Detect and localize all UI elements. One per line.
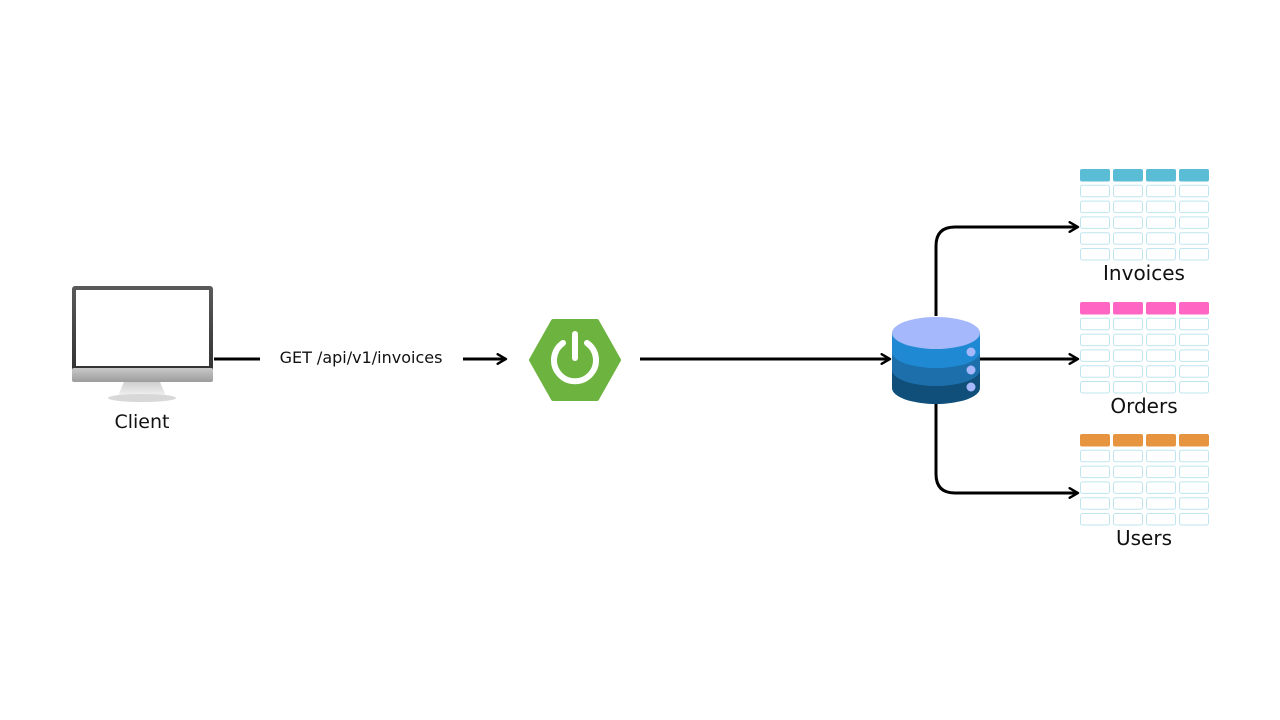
table-header-cell	[1080, 434, 1110, 447]
table-cell	[1179, 449, 1209, 463]
monitor-icon	[72, 286, 213, 402]
table-cell	[1146, 184, 1176, 198]
table-header-cell	[1080, 302, 1110, 315]
table-cell	[1179, 349, 1209, 362]
api-node	[529, 319, 621, 401]
table-cell	[1080, 333, 1110, 347]
users-table-label: Users	[1116, 526, 1172, 550]
orders-table	[1080, 302, 1209, 394]
invoices-table-label: Invoices	[1103, 261, 1185, 285]
request-edge: GET /api/v1/invoices	[214, 348, 508, 367]
table-cell	[1080, 497, 1110, 510]
table-cell	[1113, 232, 1143, 245]
client-node: Client	[72, 286, 213, 433]
database-to-users-edge	[934, 404, 1080, 499]
table-cell	[1113, 317, 1143, 331]
table-cell	[1080, 216, 1110, 229]
table-cell	[1146, 365, 1176, 378]
table-header-cell	[1113, 169, 1143, 182]
table-cell	[1113, 184, 1143, 198]
table-cell	[1179, 200, 1209, 214]
table-cell	[1146, 465, 1176, 479]
table-cell	[1113, 513, 1143, 526]
invoices-table	[1080, 169, 1209, 261]
table-cell	[1146, 513, 1176, 526]
table-cell	[1179, 216, 1209, 229]
table-cell	[1146, 381, 1176, 394]
table-header-cell	[1146, 434, 1176, 447]
table-cell	[1113, 216, 1143, 229]
table-cell	[1080, 317, 1110, 331]
table-cell	[1146, 481, 1176, 494]
table-header-cell	[1179, 169, 1209, 182]
table-cell	[1113, 381, 1143, 394]
client-label: Client	[114, 411, 169, 433]
table-header-cell	[1080, 169, 1110, 182]
table-cell	[1146, 232, 1176, 245]
table-cell	[1146, 497, 1176, 510]
table-cell	[1179, 513, 1209, 526]
table-cell	[1080, 184, 1110, 198]
table-cell	[1080, 248, 1110, 261]
table-cell	[1080, 513, 1110, 526]
table-cell	[1146, 317, 1176, 331]
table-cell	[1113, 449, 1143, 463]
table-cell	[1179, 381, 1209, 394]
users-table	[1080, 434, 1209, 526]
table-cell	[1080, 232, 1110, 245]
table-header-cell	[1113, 302, 1143, 315]
table-cell	[1179, 184, 1209, 198]
table-cell	[1179, 317, 1209, 331]
table-cell	[1080, 381, 1110, 394]
table-cell	[1113, 200, 1143, 214]
table-header-cell	[1146, 302, 1176, 315]
table-cell	[1146, 216, 1176, 229]
table-cell	[1179, 333, 1209, 347]
table-cell	[1113, 349, 1143, 362]
table-cell	[1080, 365, 1110, 378]
table-cell	[1179, 248, 1209, 261]
database-to-invoices-edge	[934, 221, 1080, 316]
table-cell	[1113, 333, 1143, 347]
table-header-cell	[1146, 169, 1176, 182]
table-cell	[1146, 449, 1176, 463]
table-cell	[1146, 349, 1176, 362]
table-cell	[1080, 200, 1110, 214]
table-cell	[1146, 333, 1176, 347]
table-cell	[1179, 232, 1209, 245]
database-icon	[892, 317, 980, 404]
table-header-cell	[1113, 434, 1143, 447]
table-cell	[1179, 481, 1209, 494]
table-cell	[1113, 465, 1143, 479]
table-cell	[1179, 365, 1209, 378]
table-header-cell	[1179, 434, 1209, 447]
table-cell	[1080, 481, 1110, 494]
table-header-cell	[1179, 302, 1209, 315]
table-cell	[1113, 365, 1143, 378]
request-label: GET /api/v1/invoices	[280, 348, 443, 367]
orders-table-label: Orders	[1110, 394, 1177, 418]
tables-group: Invoices Orders Users	[1080, 169, 1209, 550]
database-node	[892, 317, 980, 404]
table-cell	[1113, 248, 1143, 261]
table-cell	[1146, 248, 1176, 261]
table-cell	[1080, 449, 1110, 463]
table-cell	[1113, 481, 1143, 494]
table-cell	[1179, 497, 1209, 510]
table-cell	[1080, 465, 1110, 479]
table-cell	[1179, 465, 1209, 479]
table-cell	[1080, 349, 1110, 362]
table-cell	[1146, 200, 1176, 214]
table-cell	[1113, 497, 1143, 510]
spring-boot-icon	[529, 319, 621, 401]
